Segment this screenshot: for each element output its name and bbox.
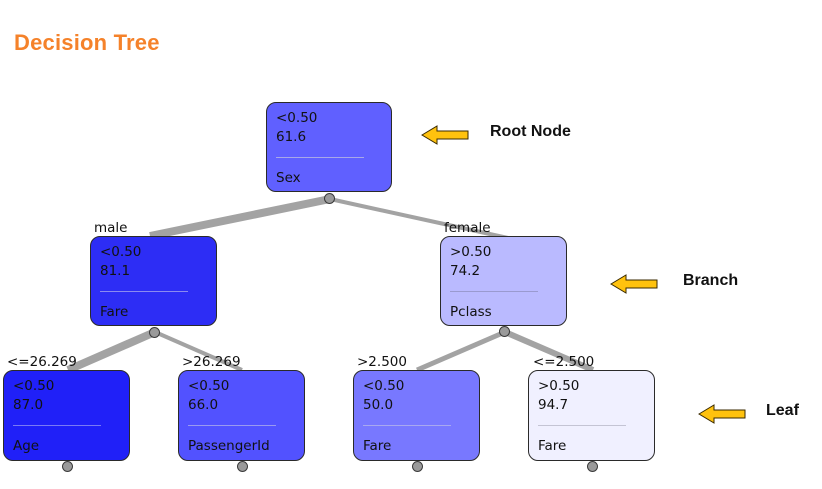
node-attribute: Fare [538,438,567,454]
edge-root-male [149,195,331,240]
node-attribute: Fare [363,438,392,454]
edge-label-female: female [444,220,491,236]
node-attribute: PassengerId [188,438,270,454]
node-attribute: Pclass [450,304,492,320]
node-confidence: 94.7 [538,397,569,413]
node-prediction: <0.50 [13,378,55,394]
node-confidence: 81.1 [100,263,131,279]
node-confidence: 87.0 [13,397,44,413]
node-separator [188,425,276,426]
edge-label-gt-2-5: >2.500 [357,354,407,370]
node-male[interactable]: <0.50 81.1 Fare [90,236,217,326]
node-connector-leaf-fare-1 [412,461,423,472]
node-separator [100,291,188,292]
edge-label-gt-26: >26.269 [182,354,241,370]
node-confidence: 50.0 [363,397,394,413]
node-separator [538,425,626,426]
node-connector-leaf-passengerid [237,461,248,472]
node-leaf-age[interactable]: <0.50 87.0 Age [3,370,130,461]
branch-arrow-icon [610,274,658,294]
node-confidence: 74.2 [450,263,481,279]
node-separator [450,291,538,292]
node-prediction: <0.50 [100,244,142,260]
annotation-leaf: Leaf [766,402,799,419]
node-female[interactable]: >0.50 74.2 Pclass [440,236,567,326]
root-node-arrow-icon [421,125,469,145]
edge-label-le-2-5: <=2.500 [533,354,595,370]
edge-male-leaf1 [66,328,157,374]
node-confidence: 61.6 [276,129,307,145]
edge-label-le-26: <=26.269 [7,354,77,370]
node-connector-male [149,327,160,338]
node-connector-root [324,193,335,204]
node-attribute: Fare [100,304,129,320]
node-attribute: Age [13,438,40,454]
node-separator [363,425,451,426]
edge-male-leaf2 [154,330,243,372]
edge-female-leaf3 [416,329,506,373]
node-connector-leaf-age [62,461,73,472]
node-leaf-fare-2[interactable]: >0.50 94.7 Fare [528,370,655,461]
node-prediction: >0.50 [450,244,492,260]
node-prediction: <0.50 [363,378,405,394]
node-prediction: >0.50 [538,378,580,394]
node-prediction: <0.50 [188,378,230,394]
node-attribute: Sex [276,170,301,186]
edge-root-female [329,197,509,240]
node-connector-leaf-fare-2 [587,461,598,472]
edge-label-male: male [94,220,128,236]
node-leaf-passengerid[interactable]: <0.50 66.0 PassengerId [178,370,305,461]
node-prediction: <0.50 [276,110,318,126]
edge-female-leaf4 [503,329,595,373]
leaf-arrow-icon [698,404,746,424]
node-leaf-fare-1[interactable]: <0.50 50.0 Fare [353,370,480,461]
node-connector-female [499,326,510,337]
node-confidence: 66.0 [188,397,219,413]
node-separator [13,425,101,426]
diagram-title: Decision Tree [14,30,160,55]
node-separator [276,157,364,158]
annotation-branch: Branch [683,272,739,289]
annotation-root-node: Root Node [490,123,571,140]
node-root[interactable]: <0.50 61.6 Sex [266,102,392,192]
